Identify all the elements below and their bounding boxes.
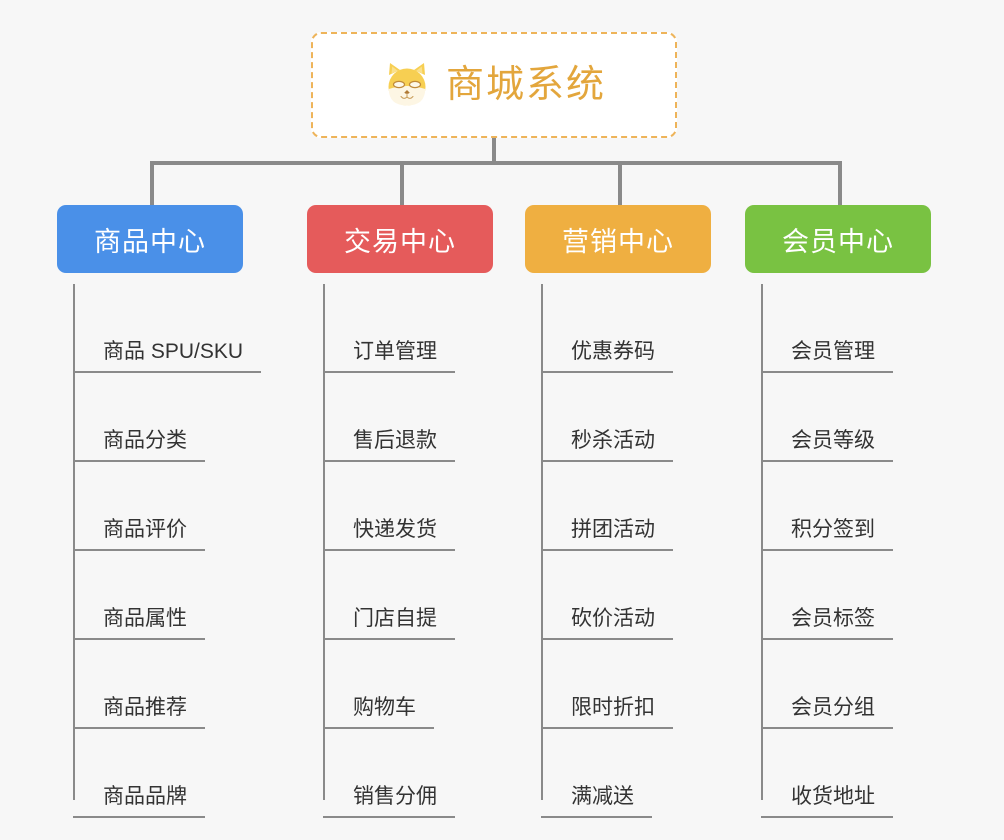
list-item-label: 商品分类 [73,428,205,462]
list-item-label: 商品推荐 [73,695,205,729]
list-item-label: 售后退款 [323,428,455,462]
list-item-label: 积分签到 [761,517,893,551]
list-item-label: 商品 SPU/SKU [73,339,262,373]
root-node-card[interactable]: 商城系统 [311,32,677,138]
list-item[interactable]: 门店自提 [323,551,455,640]
list-item-label: 订单管理 [323,339,455,373]
connector-drop-marketing-center [618,161,622,205]
shiba-dog-icon [388,63,426,106]
list-item-label: 销售分佣 [323,784,455,818]
category-pill-member-center[interactable]: 会员中心 [745,205,931,273]
category-label: 商品中心 [94,226,206,257]
list-item[interactable]: 商品推荐 [73,640,205,729]
column-spine [323,284,325,800]
category-pill-product-center[interactable]: 商品中心 [57,205,243,273]
list-item[interactable]: 积分签到 [761,462,893,551]
list-item[interactable]: 拼团活动 [541,462,673,551]
list-item-label: 拼团活动 [541,517,673,551]
category-pill-marketing-center[interactable]: 营销中心 [525,205,711,273]
list-item-label: 购物车 [323,695,434,729]
list-item-label: 快递发货 [323,517,455,551]
list-item[interactable]: 商品品牌 [73,729,205,818]
list-item[interactable]: 商品 SPU/SKU [73,284,262,373]
list-item[interactable]: 优惠券码 [541,284,673,373]
list-item[interactable]: 商品评价 [73,462,205,551]
list-item-label: 限时折扣 [541,695,673,729]
list-item-label: 会员管理 [761,339,893,373]
category-label: 营销中心 [562,226,674,257]
connector-horizontal-bus [150,161,842,165]
connector-drop-trade-center [400,161,404,205]
column-spine [73,284,75,800]
connector-drop-product-center [150,161,154,205]
connector-root-stem [492,138,496,164]
list-item[interactable]: 会员标签 [761,551,893,640]
list-item-label: 商品品牌 [73,784,205,818]
list-item-label: 秒杀活动 [541,428,673,462]
column-spine [761,284,763,800]
list-item-label: 砍价活动 [541,606,673,640]
list-item-label: 满减送 [541,784,652,818]
category-label: 交易中心 [344,226,456,257]
list-item-label: 门店自提 [323,606,455,640]
list-item[interactable]: 收货地址 [761,729,893,818]
list-item[interactable]: 限时折扣 [541,640,673,729]
list-item[interactable]: 订单管理 [323,284,455,373]
list-item[interactable]: 会员等级 [761,373,893,462]
category-pill-trade-center[interactable]: 交易中心 [307,205,493,273]
list-item[interactable]: 秒杀活动 [541,373,673,462]
list-item-label: 商品属性 [73,606,205,640]
list-item[interactable]: 销售分佣 [323,729,455,818]
list-item[interactable]: 砍价活动 [541,551,673,640]
list-item[interactable]: 商品属性 [73,551,205,640]
list-item-label: 收货地址 [761,784,893,818]
column-spine [541,284,543,800]
category-label: 会员中心 [782,226,894,257]
list-item[interactable]: 满减送 [541,729,652,818]
list-item[interactable]: 快递发货 [323,462,455,551]
list-item-label: 会员分组 [761,695,893,729]
list-item-label: 优惠券码 [541,339,673,373]
list-item-label: 会员标签 [761,606,893,640]
root-title: 商城系统 [445,64,606,106]
list-item-label: 商品评价 [73,517,205,551]
list-item[interactable]: 购物车 [323,640,434,729]
list-item[interactable]: 会员管理 [761,284,893,373]
list-item-label: 会员等级 [761,428,893,462]
connector-drop-member-center [838,161,842,205]
list-item[interactable]: 会员分组 [761,640,893,729]
list-item[interactable]: 售后退款 [323,373,455,462]
list-item[interactable]: 商品分类 [73,373,205,462]
